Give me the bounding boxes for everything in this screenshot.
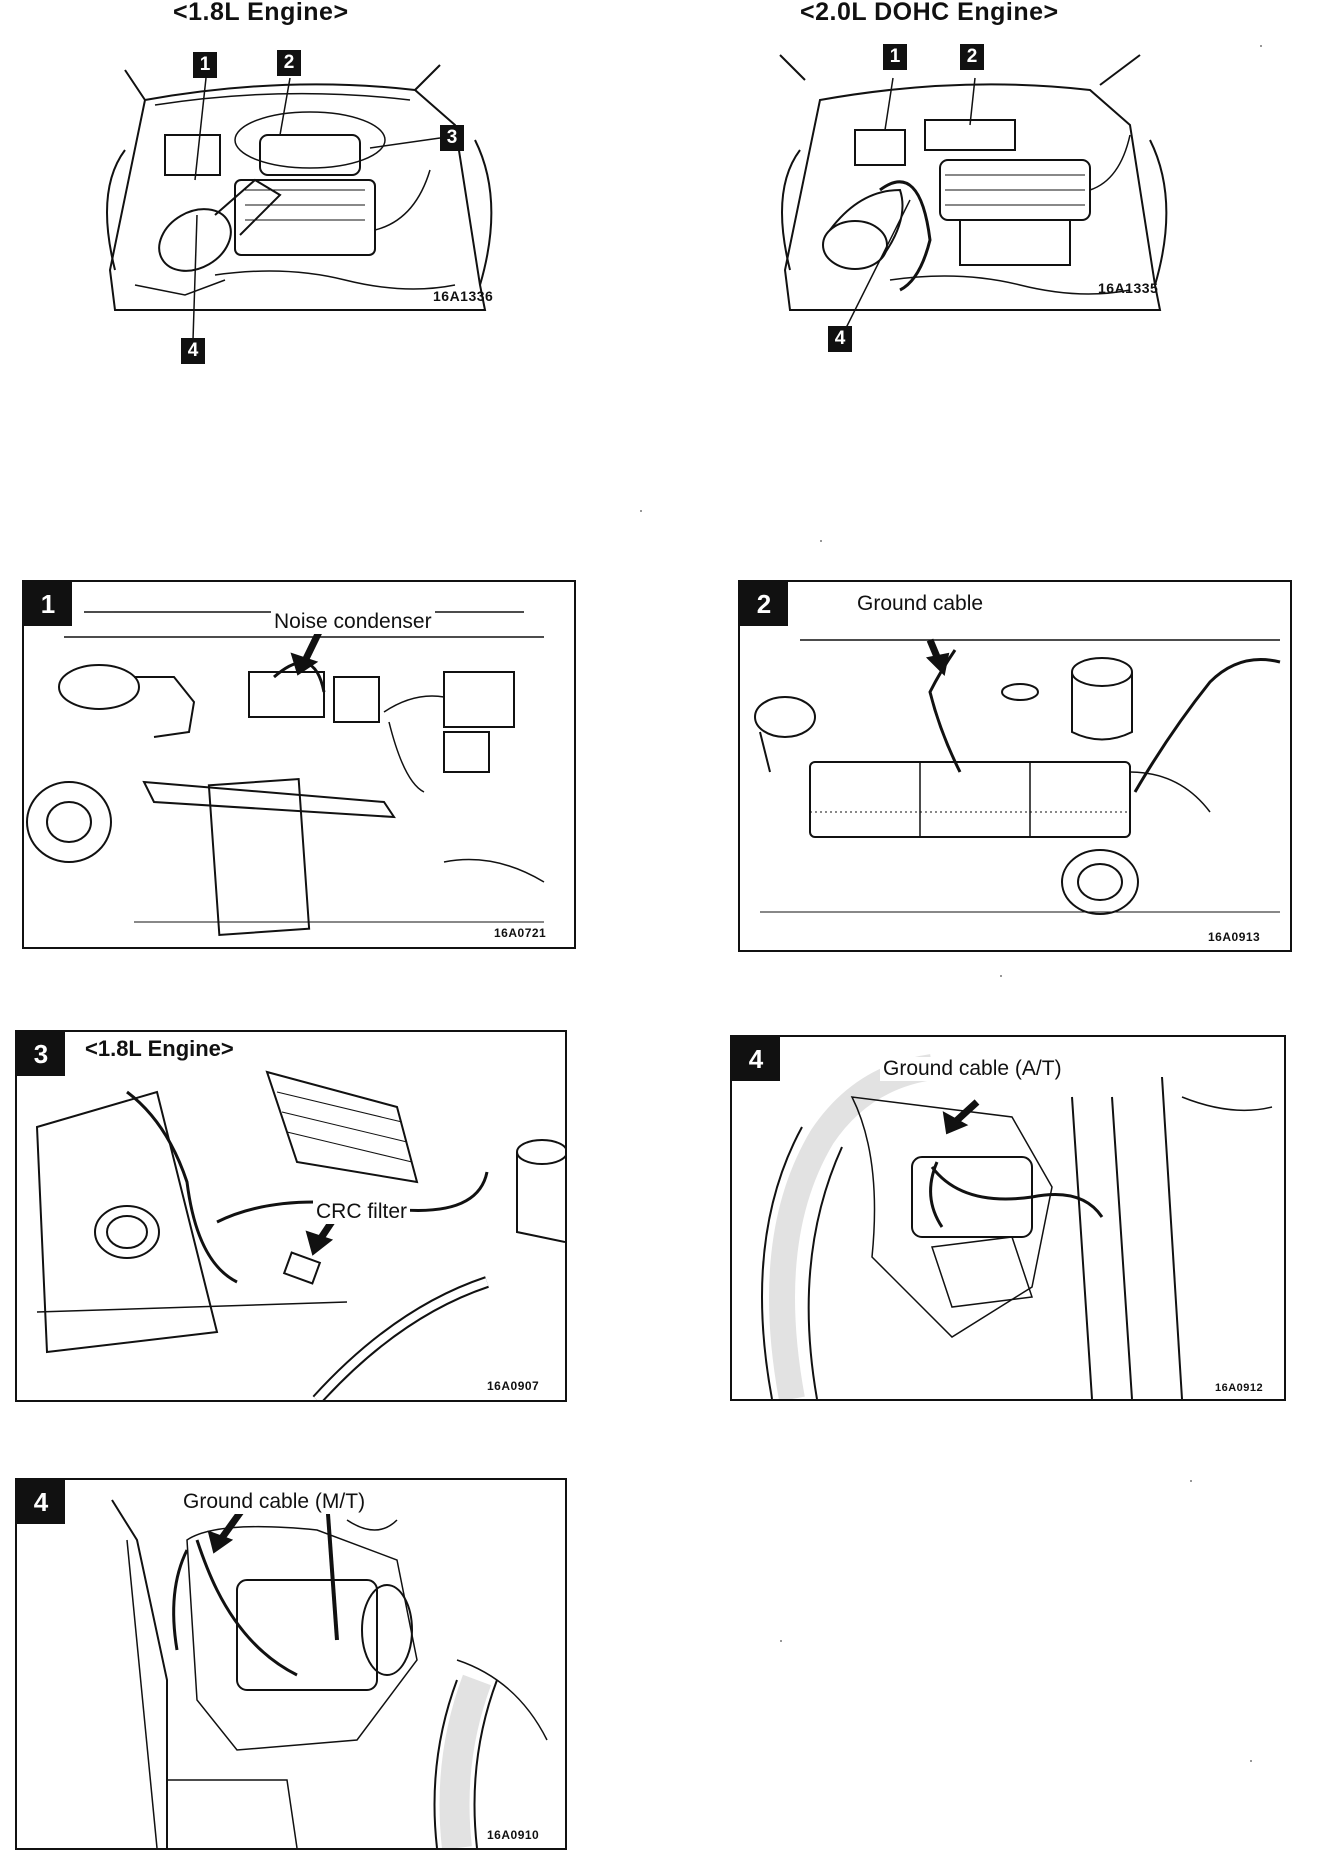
detail-panel-2-code: 16A0913 bbox=[1208, 930, 1261, 944]
scan-speck bbox=[1190, 1480, 1192, 1482]
detail-panel-3-marker: 3 bbox=[17, 1032, 65, 1076]
ground-cable-at-label: Ground cable (A/T) bbox=[880, 1057, 1065, 1081]
detail-panel-crc-filter: 3 <1.8L Engine> CRC filter 16A0907 bbox=[15, 1030, 567, 1402]
detail-panel-3-subtitle: <1.8L Engine> bbox=[81, 1036, 238, 1062]
overview-right-marker-4: 4 bbox=[828, 326, 852, 352]
detail-panel-4at-marker: 4 bbox=[732, 1037, 780, 1081]
overview-left-marker-3: 3 bbox=[440, 125, 464, 151]
scan-speck bbox=[780, 1640, 782, 1642]
detail-panel-ground-cable-at: 4 Ground cable (A/T) 16A0912 bbox=[730, 1035, 1286, 1401]
ground-cable-mt-label: Ground cable (M/T) bbox=[180, 1490, 369, 1514]
overview-right-illustration: 1 2 4 16A1335 bbox=[760, 40, 1220, 370]
scan-speck bbox=[1000, 975, 1002, 977]
detail-panel-1-marker: 1 bbox=[24, 582, 72, 626]
ground-cable-label: Ground cable bbox=[854, 592, 987, 616]
overview-left-code: 16A1336 bbox=[433, 288, 494, 304]
detail-panel-ground-cable-mt: 4 Ground cable (M/T) 16A0910 bbox=[15, 1478, 567, 1850]
scan-speck bbox=[1250, 1760, 1252, 1762]
scan-speck bbox=[820, 540, 822, 542]
overview-left-marker-2: 2 bbox=[277, 50, 301, 76]
detail-panel-ground-cable: 2 Ground cable 16A0913 bbox=[738, 580, 1292, 952]
detail-panel-noise-condenser: 1 Noise condenser 16A0721 bbox=[22, 580, 576, 949]
detail-panel-3-code: 16A0907 bbox=[487, 1379, 540, 1393]
overview-right-marker-1: 1 bbox=[883, 44, 907, 70]
overview-right-code: 16A1335 bbox=[1098, 280, 1159, 296]
detail-panel-4at-code: 16A0912 bbox=[1215, 1382, 1264, 1394]
overview-left-marker-4: 4 bbox=[181, 338, 205, 364]
detail-panel-1-code: 16A0721 bbox=[494, 926, 547, 940]
overview-left-title: <1.8L Engine> bbox=[173, 0, 349, 26]
scan-speck bbox=[640, 510, 642, 512]
overview-left-marker-1: 1 bbox=[193, 52, 217, 78]
noise-condenser-label: Noise condenser bbox=[271, 610, 435, 634]
detail-panel-2-marker: 2 bbox=[740, 582, 788, 626]
overview-right-marker-2: 2 bbox=[960, 44, 984, 70]
detail-panel-4mt-code: 16A0910 bbox=[487, 1828, 540, 1842]
overview-right-title: <2.0L DOHC Engine> bbox=[800, 0, 1059, 26]
overview-left-illustration: 1 2 3 4 16A1336 bbox=[85, 40, 545, 370]
crc-filter-label: CRC filter bbox=[313, 1200, 411, 1224]
detail-panel-4mt-marker: 4 bbox=[17, 1480, 65, 1524]
scan-speck bbox=[1260, 45, 1262, 47]
